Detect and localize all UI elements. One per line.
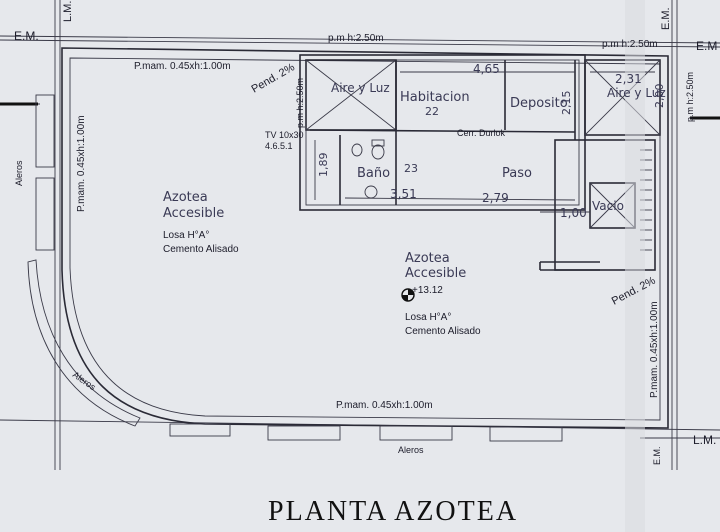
em-right-label: E.M [696, 39, 717, 53]
terrace-left-subtitle: Accesible [163, 206, 224, 221]
lm-bottom-label: L.M. [693, 433, 716, 447]
lm-top-label: L.M. [62, 1, 74, 22]
border-labels: E.M. E.M L.M. L.M. E.M. E.M. [14, 1, 717, 465]
eaves-left [27, 94, 563, 442]
rooms-block [299, 54, 661, 271]
dim-351: 3,51 [390, 187, 417, 201]
wall-top-right-label: p.m h:2.50m [602, 39, 658, 50]
room-bano-number: 23 [404, 162, 418, 175]
em-top-right-label: E.M. [660, 7, 672, 30]
level-marker [401, 288, 415, 302]
dimension-labels: 4,65 2,31 2,15 2,00 1,89 3,51 2,79 1,00 [317, 62, 666, 220]
room-paso: Paso [502, 166, 532, 181]
wall-right-vertical-label: p.m h:2.50m [685, 72, 695, 122]
em-bottom-label: E.M. [652, 446, 662, 465]
dim-189: 1,89 [317, 153, 330, 178]
room-habitacion: Habitacion [400, 90, 470, 105]
room-aire-luz-right: Aire y Luz [607, 86, 666, 100]
dim-279: 2,79 [482, 191, 509, 205]
parapet-top-label: P.mam. 0.45xh:1.00m [134, 61, 231, 72]
terrace-left-note1: Losa H°A° [163, 230, 209, 241]
parapet-left-label: P.mam. 0.45xh:1.00m [76, 115, 87, 212]
wall-labels: p.m h:2.50m p.m h:2.50m p.m h:2.50m p.m … [76, 33, 695, 411]
tv-code-note: 4.6.5.1 [265, 141, 293, 151]
terrace-left-note2: Cemento Alisado [163, 244, 239, 255]
room-labels: Aire y Luz Habitacion 22 Deposito Aire y… [265, 81, 666, 213]
parapet-right-label: P.mam. 0.45xh:1.00m [649, 301, 660, 398]
room-deposito: Deposito [510, 96, 568, 111]
em-left-label: E.M. [14, 29, 39, 43]
dim-465: 4,65 [473, 62, 500, 76]
partition-note: Cerr. Durlok [457, 128, 506, 138]
terrace-center-level: +13.12 [412, 285, 443, 296]
terrace-center-note1: Losa H°A° [405, 312, 451, 323]
terrace-left-title: Azotea [163, 190, 208, 205]
terrace-center-note2: Cemento Alisado [405, 326, 481, 337]
eave-bottom-label: Aleros [398, 445, 424, 455]
terrace-labels: Azotea Accesible Losa H°A° Cemento Alisa… [163, 190, 481, 337]
dim-200: 2,00 [653, 84, 666, 109]
wall-top-left-label: p.m h:2.50m [328, 33, 384, 44]
paper-fold-shadow [625, 0, 645, 532]
room-vacio: Vacio [592, 199, 624, 213]
room-aire-luz-left: Aire y Luz [331, 81, 390, 95]
eave-left-label: Aleros [14, 160, 24, 186]
page-title: PLANTA AZOTEA [268, 496, 518, 527]
room-habitacion-number: 22 [425, 105, 439, 118]
terrace-center-subtitle: Accesible [405, 266, 466, 281]
dim-100: 1,00 [560, 206, 587, 220]
dim-231: 2,31 [615, 72, 642, 86]
parapet-bottom-label: P.mam. 0.45xh:1.00m [336, 400, 433, 411]
property-lines [0, 0, 720, 470]
dim-215: 2,15 [560, 91, 573, 116]
terrace-center-title: Azotea [405, 251, 450, 266]
tv-note: TV 10x30 [265, 130, 304, 140]
room-bano: Baño [357, 166, 390, 181]
wall-inner-vertical-label: p.m h:2.50m [295, 78, 305, 128]
